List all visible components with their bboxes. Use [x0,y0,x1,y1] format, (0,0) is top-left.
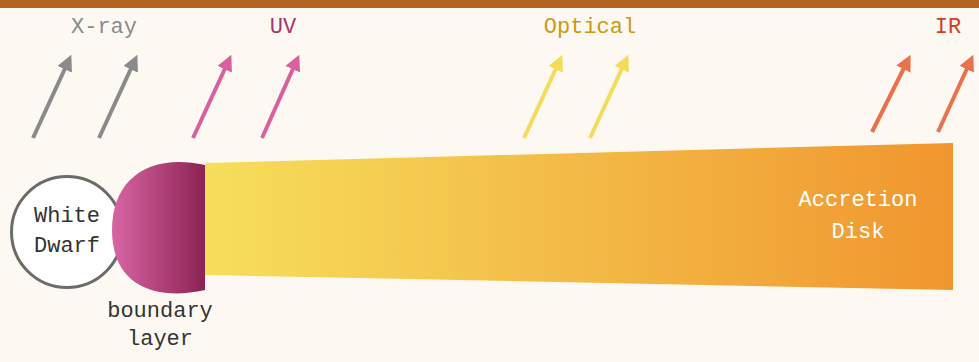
optical-arrow [524,62,559,138]
optical-arrow [590,62,625,138]
disk-label: Accretion Disk [783,185,933,249]
accretion-disk: Accretion Disk [205,140,953,295]
uv-arrow [262,62,296,138]
disk-shape [205,140,953,295]
white-dwarf-circle: White Dwarf [10,175,124,289]
node-label: White Dwarf [22,202,112,262]
top-bar [0,0,979,8]
disk-outline [205,143,953,290]
uv-label: UV [270,14,296,42]
ir-label: IR [935,14,961,42]
boundary-outline [112,162,205,293]
callout-label: boundary layer [80,298,240,354]
xray-arrow [33,62,68,138]
optical-label: Optical [544,14,636,42]
ir-arrow [938,62,970,132]
ir-arrow [872,62,907,132]
uv-arrow [193,62,228,138]
xray-label: X-ray [71,14,137,42]
xray-arrow [99,62,134,138]
